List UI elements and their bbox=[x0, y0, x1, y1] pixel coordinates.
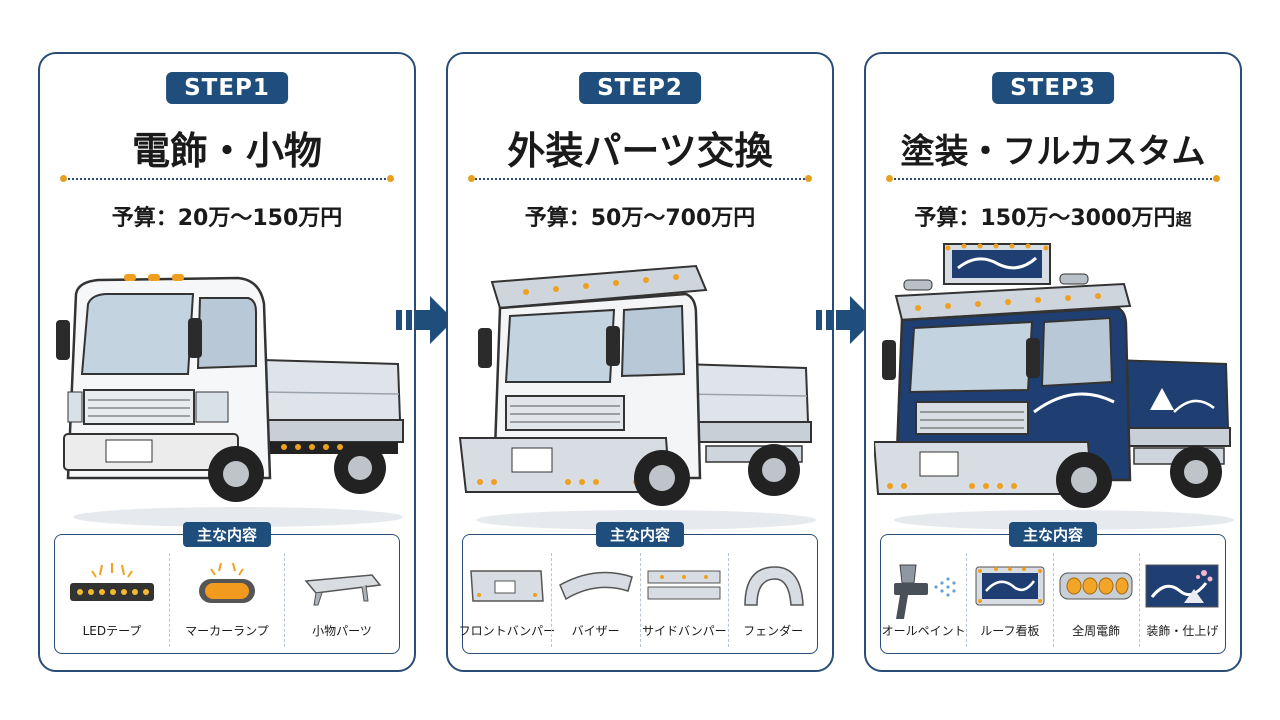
step1-title: 電飾・小物 bbox=[131, 129, 322, 173]
item-label-led-tape: LEDテープ bbox=[82, 624, 142, 638]
item-visor: バイザー bbox=[550, 553, 640, 647]
step2-budget: 予算：50万～700万円 bbox=[524, 206, 756, 231]
step1-badge: STEP1 bbox=[166, 72, 288, 104]
silver-truck-illustration bbox=[458, 264, 816, 530]
fender-icon bbox=[744, 566, 804, 606]
step1-card: STEP1 電飾・小物 予算：20万～150万円 bbox=[38, 52, 416, 672]
step2-content-box: 主な内容 フロントバンパー バイザー bbox=[459, 522, 818, 654]
item-label-roof-sign: ルーフ看板 bbox=[980, 624, 1040, 638]
small-parts-icon bbox=[304, 574, 382, 606]
step3-content-box: 主な内容 オールペイント ルーフ看板 bbox=[880, 522, 1226, 654]
step1-divider bbox=[60, 175, 394, 182]
step2-divider bbox=[468, 175, 812, 182]
marker-lamp-icon bbox=[199, 562, 255, 603]
visor-icon bbox=[558, 571, 633, 601]
item-marker-lamp: マーカーランプ bbox=[169, 553, 284, 647]
side-bumper-icon bbox=[647, 570, 721, 600]
item-label-small-parts: 小物パーツ bbox=[312, 624, 372, 638]
item-side-bumper: サイドバンパー bbox=[639, 553, 729, 647]
item-label-full-lights: 全周電飾 bbox=[1072, 624, 1121, 638]
item-label-marker-lamp: マーカーランプ bbox=[185, 624, 269, 638]
item-small-parts: 小物パーツ bbox=[284, 553, 399, 647]
item-label-fender: フェンダー bbox=[743, 624, 804, 638]
step1-content-box: 主な内容 LEDテープ マーカーランプ bbox=[54, 522, 400, 654]
step1-content-label: 主な内容 bbox=[182, 522, 272, 547]
item-fender: フェンダー bbox=[728, 553, 817, 647]
spray-gun-icon bbox=[893, 564, 956, 619]
step3-budget: 予算：150万～3000万円超 bbox=[914, 206, 1192, 231]
custom-blue-truck-illustration bbox=[874, 243, 1234, 530]
arrow-right-icon bbox=[396, 296, 454, 344]
step3-card: STEP3 塗装・フルカスタム 予算：150万～3000万円超 bbox=[864, 52, 1242, 672]
item-all-paint: オールペイント bbox=[881, 553, 966, 647]
item-label-side-bumper: サイドバンパー bbox=[642, 624, 727, 638]
item-label-decoration: 装飾・仕上げ bbox=[1146, 624, 1219, 638]
step3-badge: STEP3 bbox=[992, 72, 1114, 104]
item-full-lights: 全周電飾 bbox=[1052, 553, 1139, 647]
led-tape-icon bbox=[70, 563, 154, 601]
full-lights-icon bbox=[1059, 572, 1133, 600]
arrow-right-icon bbox=[816, 296, 874, 344]
item-roof-sign: ルーフ看板 bbox=[966, 553, 1052, 647]
item-label-visor: バイザー bbox=[571, 624, 620, 638]
step2-card: STEP2 外装パーツ交換 予算：50万～700万円 主な内容 bbox=[446, 52, 834, 672]
roof-sign-icon bbox=[975, 566, 1045, 606]
step3-content-label: 主な内容 bbox=[1008, 522, 1098, 547]
step3-title: 塗装・フルカスタム bbox=[900, 132, 1206, 172]
decoration-icon bbox=[1145, 564, 1219, 608]
step2-content-label: 主な内容 bbox=[595, 522, 685, 547]
item-label-front-bumper: フロントバンパー bbox=[458, 624, 556, 638]
white-truck-illustration bbox=[56, 274, 404, 527]
step1-budget: 予算：20万～150万円 bbox=[111, 206, 343, 231]
step2-badge: STEP2 bbox=[579, 72, 701, 104]
step2-title: 外装パーツ交換 bbox=[507, 129, 773, 173]
item-led-tape: LEDテープ bbox=[55, 553, 169, 647]
item-label-all-paint: オールペイント bbox=[881, 624, 966, 638]
item-decoration: 装飾・仕上げ bbox=[1138, 553, 1225, 647]
step3-divider bbox=[886, 175, 1220, 182]
front-bumper-icon bbox=[470, 570, 544, 602]
item-front-bumper: フロントバンパー bbox=[459, 553, 555, 647]
